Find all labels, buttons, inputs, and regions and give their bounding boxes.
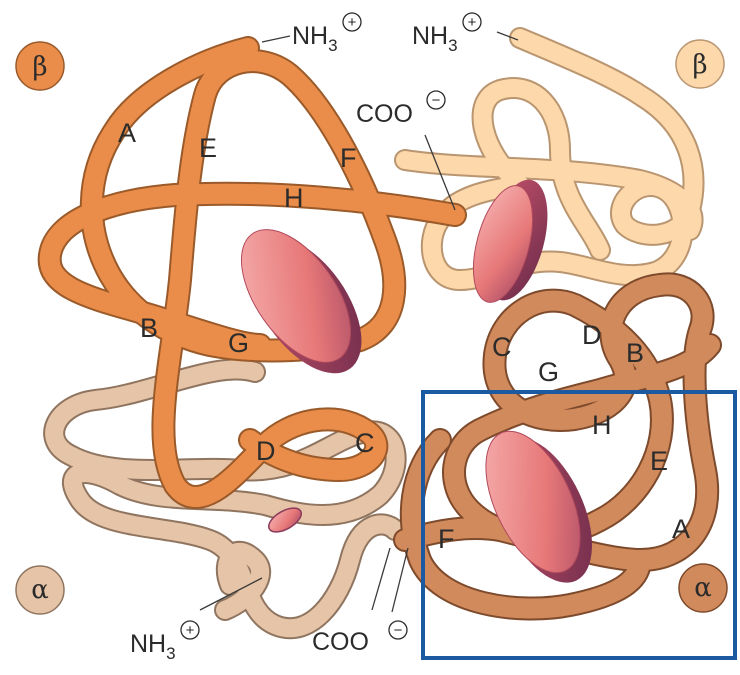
beta1-helix-h: H [284, 183, 304, 213]
beta1-helix-d: D [256, 436, 276, 466]
label-beta1-n-terminus: NH3 + [292, 12, 362, 55]
svg-text:COO: COO [356, 100, 413, 128]
beta1-helix-e: E [199, 133, 217, 163]
alpha2-helix-h: H [592, 410, 612, 440]
alpha2-helix-b: B [626, 338, 644, 368]
alpha2-helix-labels: A B C D E F G H [438, 320, 690, 554]
svg-text:α: α [694, 573, 712, 603]
label-beta2-n-terminus: NH3 + [412, 12, 482, 55]
alpha2-helix-f: F [438, 524, 455, 554]
svg-text:NH3: NH3 [130, 630, 176, 663]
svg-text:−: − [394, 622, 403, 639]
label-alpha1-c-terminus: COO − [312, 620, 408, 656]
beta1-helix-b: B [140, 313, 158, 343]
svg-text:α: α [31, 575, 49, 605]
label-beta1-c-terminus: COO − [356, 90, 446, 128]
svg-text:COO: COO [312, 628, 369, 656]
svg-text:+: + [186, 622, 195, 639]
heme-alpha2 [485, 430, 592, 583]
alpha2-helix-g: G [538, 357, 559, 387]
alpha2-helix-e: E [650, 446, 668, 476]
svg-text:NH3: NH3 [292, 22, 338, 55]
heme-beta1 [240, 229, 362, 374]
alpha2-helix-c: C [492, 332, 512, 362]
svg-text:−: − [432, 92, 441, 109]
svg-text:+: + [468, 14, 477, 31]
badge-alpha1: α [15, 565, 65, 615]
beta1-helix-labels: A B E F G H D C [118, 118, 375, 466]
svg-text:β: β [32, 52, 47, 82]
badge-beta1: β [15, 41, 65, 91]
svg-text:β: β [692, 50, 707, 80]
beta1-helix-c: C [355, 428, 375, 458]
alpha2-chain [393, 272, 722, 621]
leader-lines [199, 31, 519, 613]
alpha2-helix-a: A [672, 514, 690, 544]
beta1-helix-g: G [228, 328, 249, 358]
beta1-helix-f: F [340, 143, 357, 173]
svg-text:+: + [348, 14, 357, 31]
badge-alpha2: α [678, 563, 728, 613]
beta2-chain [394, 27, 705, 291]
badge-beta2: β [675, 39, 725, 89]
highlight-box [421, 390, 737, 660]
heme-alpha1 [268, 507, 302, 533]
alpha2-helix-d: D [582, 320, 602, 350]
alpha1-chain [43, 358, 407, 640]
beta1-helix-a: A [118, 118, 136, 148]
beta1-chain [37, 36, 467, 509]
label-alpha1-n-terminus: NH3 + [130, 620, 200, 663]
svg-text:NH3: NH3 [412, 22, 458, 55]
heme-beta2 [472, 179, 548, 303]
